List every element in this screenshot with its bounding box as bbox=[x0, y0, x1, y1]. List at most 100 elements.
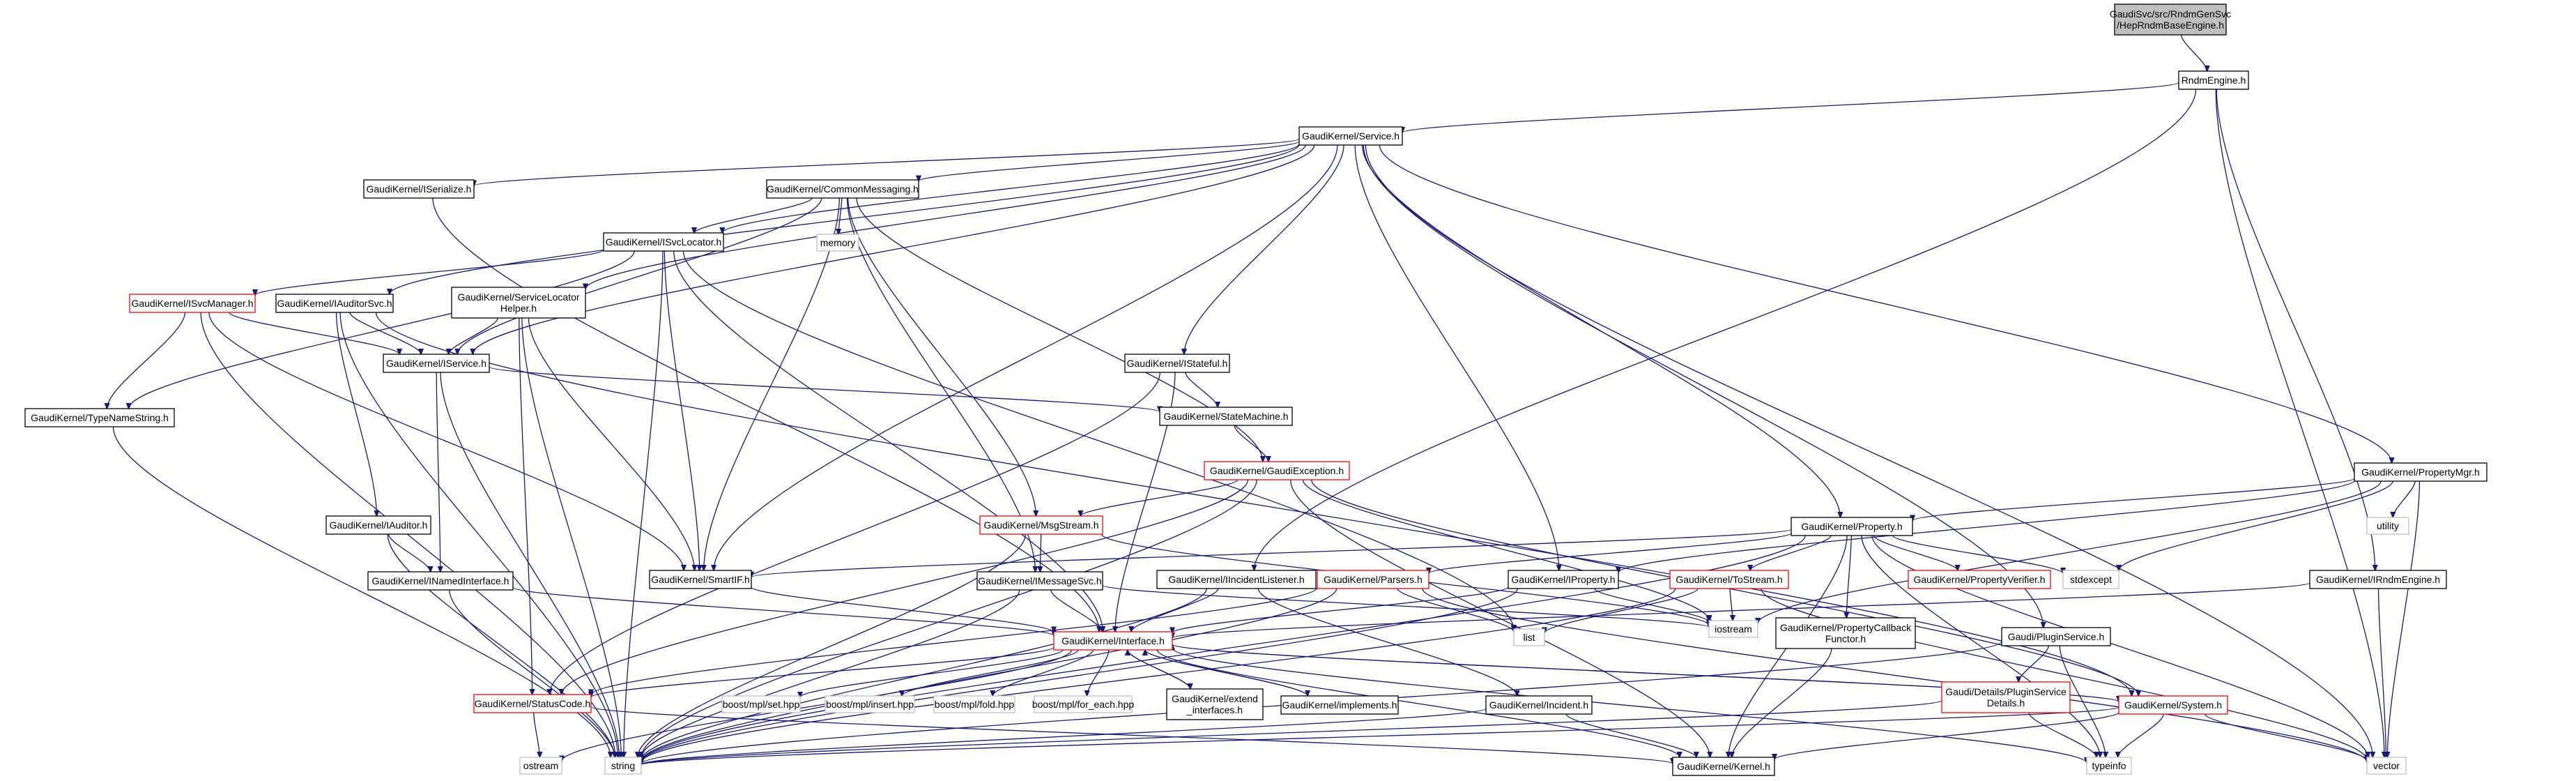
node-incident[interactable]: GaudiKernel/Incident.h bbox=[1485, 695, 1593, 715]
edge-tostream-to-vector bbox=[1761, 588, 2367, 760]
node-parsers[interactable]: GaudiKernel/Parsers.h bbox=[1317, 570, 1429, 589]
node-kernel[interactable]: GaudiKernel/Kernel.h bbox=[1672, 757, 1775, 776]
node-statuscode[interactable]: GaudiKernel/StatusCode.h bbox=[473, 694, 592, 713]
node-imessagesvc[interactable]: GaudiKernel/IMessageSvc.h bbox=[976, 571, 1103, 591]
edge-iauditorsvc-to-string bbox=[339, 312, 618, 757]
node-label: RndmEngine.h bbox=[2182, 75, 2246, 86]
node-pluginservice[interactable]: Gaudi/PluginService.h bbox=[2001, 627, 2111, 646]
node-label: Functor.h bbox=[1825, 633, 1866, 644]
node-box bbox=[451, 287, 586, 319]
node-label: boost/mpl/for_each.hpp bbox=[1032, 699, 1135, 710]
edge-iservice-to-string bbox=[440, 372, 619, 757]
node-label: GaudiKernel/IRndmEngine.h bbox=[2316, 574, 2440, 585]
edge-smartif-to-interface bbox=[751, 586, 1054, 632]
edge-servicelocatorhelper-to-statuscode bbox=[519, 317, 532, 695]
node-label: vector bbox=[2373, 760, 2400, 771]
edge-irndmengine-to-vector bbox=[2377, 588, 2386, 757]
edge-service-to-smartif bbox=[714, 144, 1338, 570]
node-label: utility bbox=[2377, 520, 2399, 531]
node-rndmengine[interactable]: RndmEngine.h bbox=[2178, 70, 2249, 90]
edge-commonmsg-to-isvclocator bbox=[694, 197, 813, 233]
node-tostream[interactable]: GaudiKernel/ToStream.h bbox=[1669, 570, 1789, 589]
node-box bbox=[1034, 695, 1133, 713]
node-iostream: iostream bbox=[1708, 620, 1758, 638]
edge-isvcmanager-to-string bbox=[200, 312, 615, 757]
node-gaudiexception[interactable]: GaudiKernel/GaudiException.h bbox=[1204, 461, 1350, 480]
node-propertyverifier[interactable]: GaudiKernel/PropertyVerifier.h bbox=[1908, 570, 2051, 589]
edge-gaudiexception-to-statuscode bbox=[562, 479, 1249, 695]
node-label: typeinfo bbox=[2092, 760, 2126, 771]
node-iservice[interactable]: GaudiKernel/IService.h bbox=[383, 354, 490, 373]
node-box bbox=[1156, 570, 1317, 589]
node-implements[interactable]: GaudiKernel/implements.h bbox=[1280, 695, 1399, 715]
edge-istateful-to-interface bbox=[1115, 372, 1176, 632]
node-label: GaudiKernel/StatusCode.h bbox=[475, 698, 591, 709]
node-box bbox=[1775, 617, 1916, 649]
node-iserialize[interactable]: GaudiKernel/ISerialize.h bbox=[363, 179, 475, 199]
edge-service-to-propertymgr bbox=[1379, 144, 2391, 463]
edge-iservice-to-statemachine bbox=[489, 366, 1160, 412]
edge-pluginservicedetails-to-typeinfo bbox=[2028, 712, 2096, 757]
node-commonmsg[interactable]: GaudiKernel/CommonMessaging.h bbox=[766, 179, 919, 199]
node-label: GaudiKernel/ISvcLocator.h bbox=[606, 236, 722, 248]
node-extendinterfaces[interactable]: GaudiKernel/extend_interfaces.h bbox=[1166, 688, 1264, 720]
edge-servicelocatorhelper-to-string bbox=[521, 317, 621, 757]
node-msgstream[interactable]: GaudiKernel/MsgStream.h bbox=[979, 515, 1103, 535]
node-iauditor[interactable]: GaudiKernel/IAuditor.h bbox=[325, 515, 431, 535]
edge-isvclocator-to-list bbox=[682, 250, 1514, 630]
node-box bbox=[1053, 631, 1173, 651]
node-box bbox=[367, 571, 514, 591]
node-box bbox=[1791, 517, 1913, 536]
node-label: GaudiKernel/Parsers.h bbox=[1324, 574, 1423, 585]
node-istateful[interactable]: GaudiKernel/IStateful.h bbox=[1124, 354, 1230, 373]
node-typenamestring[interactable]: GaudiKernel/TypeNameString.h bbox=[24, 408, 175, 427]
node-label: GaudiKernel/PropertyMgr.h bbox=[2361, 467, 2480, 478]
node-label: GaudiKernel/IIncidentListener.h bbox=[1168, 574, 1304, 585]
edge-propertymgr-to-vector bbox=[2387, 480, 2421, 757]
node-propertymgr[interactable]: GaudiKernel/PropertyMgr.h bbox=[2354, 462, 2487, 482]
node-box bbox=[2309, 570, 2447, 589]
node-system[interactable]: GaudiKernel/System.h bbox=[2118, 695, 2228, 715]
node-label: GaudiKernel/IProperty.h bbox=[1511, 574, 1615, 585]
node-isvclocator[interactable]: GaudiKernel/ISvcLocator.h bbox=[603, 232, 724, 252]
node-statemachine[interactable]: GaudiKernel/StateMachine.h bbox=[1159, 407, 1293, 426]
edge-isvclocator-to-typenamestring bbox=[129, 250, 635, 409]
edge-gaudiexception-to-msgstream bbox=[1080, 479, 1239, 516]
node-irndmengine[interactable]: GaudiKernel/IRndmEngine.h bbox=[2309, 570, 2447, 589]
node-inamedinterface[interactable]: GaudiKernel/INamedInterface.h bbox=[367, 571, 514, 591]
node-label: GaudiKernel/IMessageSvc.h bbox=[978, 575, 1101, 586]
node-isvcmanager[interactable]: GaudiKernel/ISvcManager.h bbox=[129, 294, 256, 313]
node-property[interactable]: GaudiKernel/Property.h bbox=[1791, 517, 1913, 536]
edge-rndmengine-to-irndmengine bbox=[2216, 89, 2375, 570]
node-label: _interfaces.h bbox=[1186, 704, 1243, 715]
edge-iauditorsvc-to-iauditor bbox=[335, 312, 377, 516]
edge-incident-to-kernel bbox=[1565, 713, 1696, 757]
edge-property-to-vector bbox=[1871, 535, 2368, 757]
node-iauditorsvc[interactable]: GaudiKernel/IAuditorSvc.h bbox=[275, 294, 394, 313]
edge-rndmengine-to-service bbox=[1402, 82, 2179, 132]
node-label: string bbox=[611, 760, 635, 771]
edge-interface-to-mplset bbox=[800, 649, 1064, 697]
node-box bbox=[721, 695, 801, 713]
node-service[interactable]: GaudiKernel/Service.h bbox=[1298, 126, 1403, 146]
node-hepi[interactable]: GaudiSvc/src/RndmGenSvc/HepRndmBaseEngin… bbox=[2110, 3, 2231, 36]
node-label: memory bbox=[820, 237, 856, 248]
node-box bbox=[604, 757, 642, 775]
node-interface[interactable]: GaudiKernel/Interface.h bbox=[1053, 631, 1173, 651]
node-smartif[interactable]: GaudiKernel/SmartIF.h bbox=[649, 570, 752, 589]
edge-parsers-to-statuscode bbox=[591, 587, 1318, 695]
node-label: GaudiKernel/IAuditor.h bbox=[330, 520, 428, 531]
edge-propertycallback-to-kernel bbox=[1732, 648, 1832, 757]
edge-property-to-propertycallback bbox=[1846, 535, 1852, 618]
edge-commonmsg-to-msgstream bbox=[848, 197, 1036, 516]
edge-service-to-iserialize bbox=[474, 138, 1300, 185]
edge-property-to-parsers bbox=[1429, 533, 1792, 574]
edge-imessagesvc-to-interface bbox=[1050, 589, 1102, 632]
node-iincidentlistener[interactable]: GaudiKernel/IIncidentListener.h bbox=[1156, 570, 1317, 589]
node-iproperty[interactable]: GaudiKernel/IProperty.h bbox=[1508, 570, 1619, 589]
edge-servicelocatorhelper-to-smartif bbox=[528, 317, 694, 570]
node-label: GaudiSvc/src/RndmGenSvc bbox=[2110, 8, 2231, 20]
